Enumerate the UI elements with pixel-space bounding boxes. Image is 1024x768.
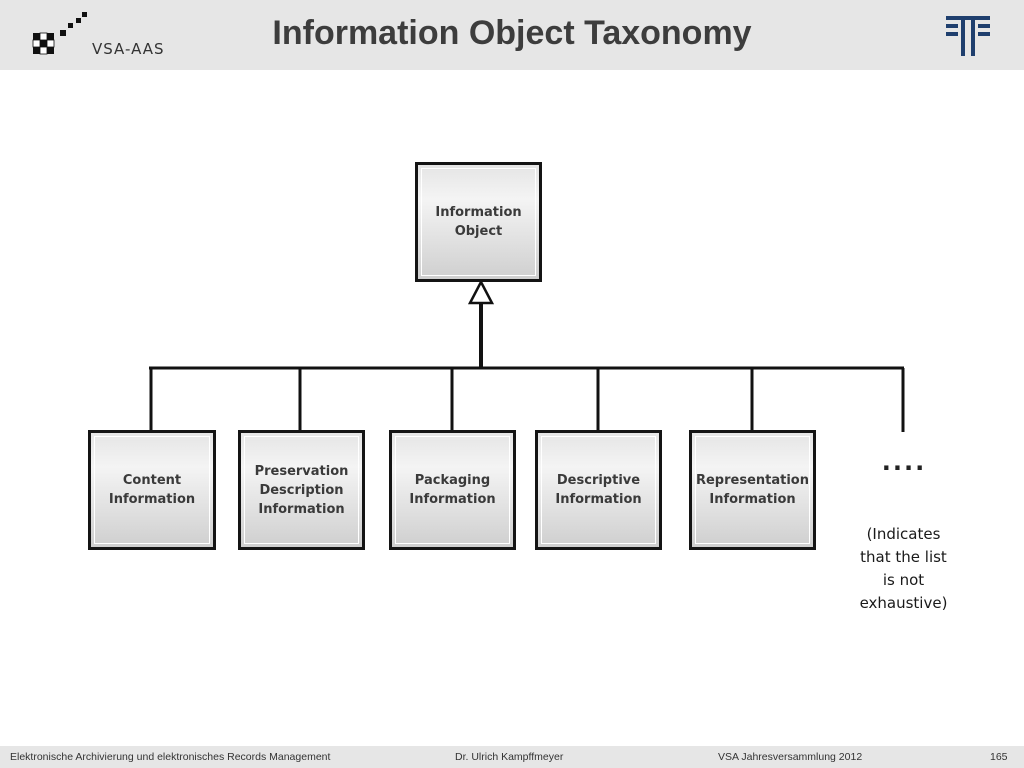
- logo-left-text: VSA-AAS: [92, 40, 165, 58]
- more-items-ellipsis: ....: [881, 448, 927, 476]
- footer-course-title: Elektronische Archivierung und elektroni…: [10, 751, 331, 763]
- child-box-content-information: Content Information: [88, 430, 216, 550]
- page-title: Information Object Taxonomy: [272, 14, 752, 52]
- slide-footer: Elektronische Archivierung und elektroni…: [0, 746, 1024, 768]
- child-box-descriptive-information: Descriptive Information: [535, 430, 662, 550]
- footer-event: VSA Jahresversammlung 2012: [718, 751, 863, 763]
- child-box-label: Representation Information: [695, 473, 809, 507]
- child-box-label: Preservation Description Information: [254, 463, 349, 517]
- footer-page-number: 165: [990, 751, 1008, 763]
- child-box-preservation-description-information: Preservation Description Information: [238, 430, 365, 550]
- footer-author: Dr. Ulrich Kampffmeyer: [455, 751, 564, 763]
- inheritance-arrow-icon: [467, 279, 495, 305]
- company-logo-icon: [946, 16, 990, 56]
- non-exhaustive-note: (Indicates that the list is not exhausti…: [859, 525, 948, 612]
- root-box-information-object: Information Object: [415, 162, 542, 282]
- root-box-label: Information Object: [435, 205, 522, 239]
- slide-header: VSA-AAS Information Object Taxonomy: [0, 0, 1024, 70]
- child-box-label: Packaging Information: [409, 473, 496, 507]
- child-box-packaging-information: Packaging Information: [389, 430, 516, 550]
- child-box-representation-information: Representation Information: [689, 430, 816, 550]
- child-box-label: Descriptive Information: [555, 473, 642, 507]
- child-box-label: Content Information: [108, 473, 196, 507]
- vsa-aas-logo: [32, 12, 87, 55]
